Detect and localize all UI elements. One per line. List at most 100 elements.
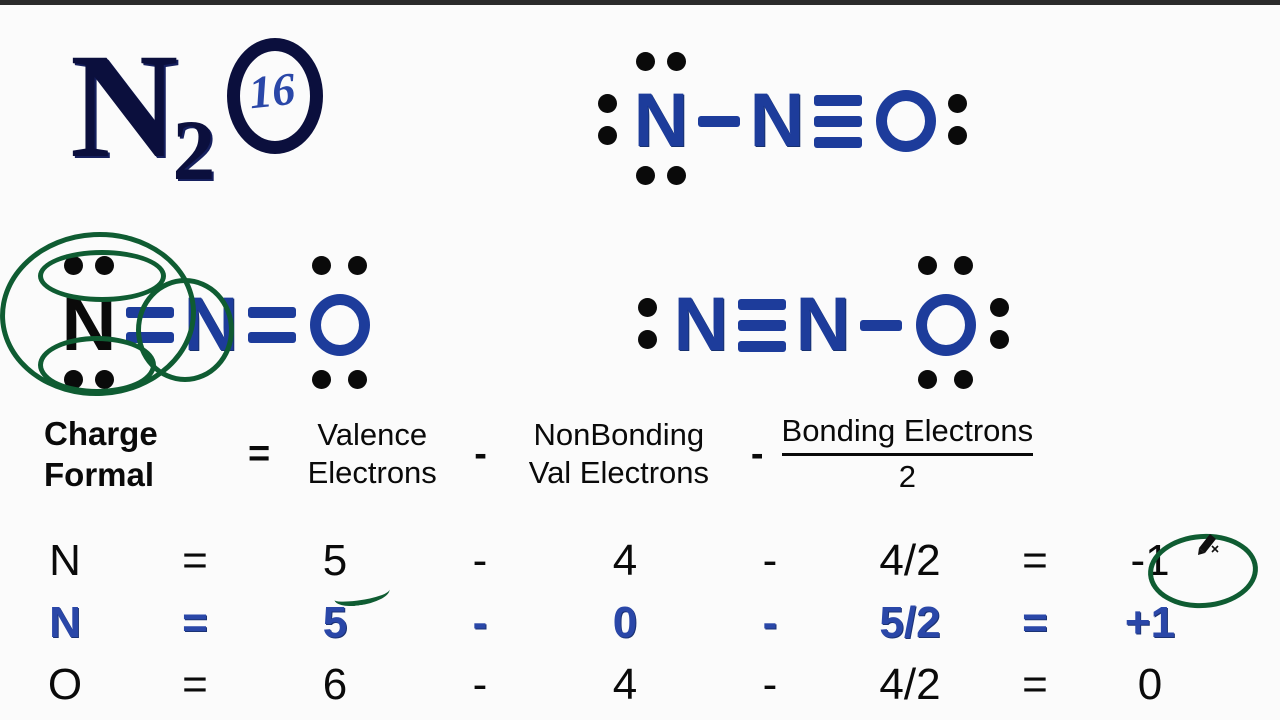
row-formal-charge: +1 — [1124, 598, 1176, 647]
atom-label: N — [61, 282, 117, 367]
title-element-symbol: N — [70, 23, 178, 189]
formula-charge-line2: Formal — [44, 456, 155, 494]
row-nonbonding-value: 4 — [612, 660, 638, 709]
bond-double-n-o — [248, 300, 296, 350]
row-valence-value: 5 — [322, 598, 348, 647]
row-equals-2: = — [1022, 598, 1048, 647]
bond-single-n-o — [860, 319, 902, 331]
row-nonbonding-value: 0 — [612, 598, 638, 647]
formula-minus-sign-2: - — [750, 432, 764, 475]
valence-electron-count: 16 — [246, 62, 298, 119]
electron-dot-left-top — [598, 94, 617, 113]
title-subscript: 2 — [172, 102, 216, 199]
lewis-structure-middle-right: N N — [638, 256, 1009, 389]
row-formal-charge: 0 — [1137, 660, 1163, 709]
row-equals-1: = — [182, 660, 208, 709]
row-minus-2: - — [762, 598, 778, 647]
bond-bar — [814, 136, 862, 148]
row-valence-value: 6 — [322, 660, 348, 709]
electron-dot-right-top — [948, 94, 967, 113]
atom-oxygen — [908, 256, 1009, 389]
electron-dot-right-top — [990, 298, 1009, 317]
formula-valence-line1: Valence — [317, 416, 428, 452]
bond-triple-n-n — [738, 294, 786, 357]
formula-nonbonding-line1: NonBonding — [533, 416, 705, 452]
atom-label: N — [673, 282, 729, 367]
electron-dot-bottom-left — [636, 166, 655, 185]
electron-dot-bottom-left — [312, 370, 331, 389]
formal-charge-table: N = 5 - 4 - 4/2 = -1 N = 5 - 0 - 5/2 = +… — [0, 530, 1280, 716]
bond-bar — [738, 298, 786, 310]
electron-dot-bottom-right — [667, 166, 686, 185]
atom-label: N — [633, 78, 689, 163]
electron-dot-top-left — [312, 256, 331, 275]
title-oxygen-with-count: 16 — [223, 36, 345, 168]
table-row: N = 5 - 4 - 4/2 = -1 — [0, 530, 1280, 592]
lewis-structure-top-right: N N — [598, 52, 967, 185]
atom-oxygen — [868, 78, 967, 164]
electron-dot-top-right — [667, 52, 686, 71]
electron-dot-bottom-right — [95, 370, 114, 389]
row-equals-1: = — [182, 598, 208, 647]
bond-bar — [126, 332, 174, 343]
formula-term-valence-electrons: Valence Electrons — [288, 416, 456, 494]
atom-label: N — [183, 282, 239, 367]
electron-dot-bottom-right — [954, 370, 973, 389]
bond-bar — [126, 307, 174, 318]
formula-nonbonding-line2: Val Electrons — [528, 455, 710, 491]
atom-oxygen — [302, 256, 378, 389]
electron-dot-right-bottom — [948, 126, 967, 145]
atom-nitrogen-2: N — [180, 282, 242, 368]
bond-bar — [738, 340, 786, 352]
formula-term-nonbonding-electrons: NonBonding Val Electrons — [505, 416, 733, 494]
atom-nitrogen-1: N — [638, 282, 732, 368]
top-letterbox-bar — [0, 0, 1280, 5]
row-bonding-value: 5/2 — [879, 598, 941, 647]
atom-label: N — [749, 78, 805, 163]
bond-bar — [814, 115, 862, 127]
atom-nitrogen-1: N — [598, 52, 692, 185]
formula-minus-sign-1: - — [474, 432, 487, 475]
row-minus-1: - — [472, 598, 488, 647]
electron-dot-left-bottom — [638, 330, 657, 349]
formula-valence-line2: Electrons — [307, 455, 437, 491]
bond-double-n-n — [126, 300, 174, 350]
row-valence-value: 5 — [322, 536, 348, 585]
row-minus-2: - — [762, 536, 778, 585]
formula-equals-sign: = — [248, 432, 271, 475]
row-minus-1: - — [472, 660, 488, 709]
electron-dot-bottom-left — [918, 370, 937, 389]
row-minus-2: - — [762, 660, 778, 709]
row-atom-symbol: O — [47, 660, 83, 709]
row-bonding-value: 4/2 — [879, 660, 941, 709]
electron-dot-left-top — [638, 298, 657, 317]
electron-dot-top-left — [64, 256, 83, 275]
atom-nitrogen-2: N — [746, 78, 808, 164]
lewis-structure-middle-left: N N — [58, 256, 378, 389]
oxygen-ring-glyph — [310, 294, 370, 356]
formula-charge-line1: Charge — [44, 415, 158, 452]
bond-bar — [248, 307, 296, 318]
electron-dot-top-right — [954, 256, 973, 275]
bond-single-n-n — [698, 115, 740, 127]
row-equals-2: = — [1022, 536, 1048, 585]
electron-dot-top-right — [95, 256, 114, 275]
table-row: O = 6 - 4 - 4/2 = 0 — [0, 654, 1280, 716]
atom-nitrogen-2: N — [792, 282, 854, 368]
electron-dot-bottom-left — [64, 370, 83, 389]
electron-dot-top-right — [348, 256, 367, 275]
electron-dot-bottom-right — [348, 370, 367, 389]
row-formal-charge: -1 — [1130, 536, 1170, 585]
table-row: N = 5 - 0 - 5/2 = +1 — [0, 592, 1280, 654]
oxygen-ring-glyph — [916, 294, 976, 356]
electron-dot-top-left — [636, 52, 655, 71]
bond-bar — [814, 94, 862, 106]
row-atom-symbol: N — [49, 598, 81, 647]
bond-bar — [738, 319, 786, 331]
row-nonbonding-value: 4 — [612, 536, 638, 585]
formal-charge-formula: Charge Formal = Valence Electrons - NonB… — [44, 412, 1244, 497]
row-equals-2: = — [1022, 660, 1048, 709]
row-minus-1: - — [472, 536, 488, 585]
fraction-denominator: 2 — [898, 458, 916, 494]
